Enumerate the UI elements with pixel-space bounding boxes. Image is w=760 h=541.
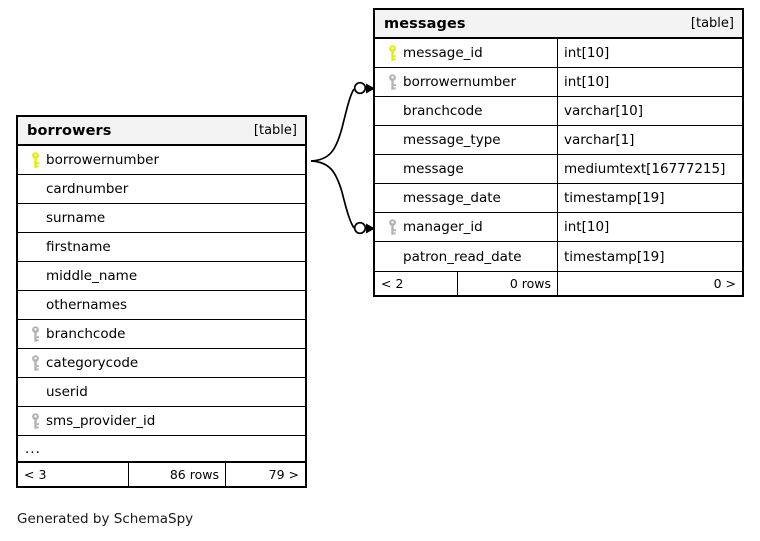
table-row[interactable]: surname [18, 204, 305, 233]
column-name: message_id [403, 45, 483, 61]
column-name: sms_provider_id [46, 413, 156, 429]
column-name: surname [46, 210, 106, 226]
foreign-key-icon [381, 218, 403, 236]
relationship-borrowernumber-to-manager-id [310, 160, 375, 235]
column-name-cell: message_date [375, 184, 557, 212]
column-name: message [403, 161, 464, 177]
primary-key-icon [381, 44, 403, 62]
column-name: patron_read_date [403, 248, 522, 265]
column-name-cell: manager_id [375, 213, 557, 241]
column-name-cell: userid [18, 378, 305, 406]
table-row[interactable]: borrowernumber int[10] [375, 68, 742, 97]
foreign-key-icon [24, 354, 46, 372]
foreign-key-icon [24, 325, 46, 343]
column-name-cell: branchcode [375, 97, 557, 125]
footer-next-link[interactable]: 79 > [225, 463, 305, 486]
footer-row-count: 0 rows [457, 272, 557, 295]
table-row[interactable]: cardnumber [18, 175, 305, 204]
column-name: userid [46, 384, 88, 400]
table-row[interactable]: branchcode [18, 320, 305, 349]
column-name-cell: patron_read_date [375, 242, 557, 271]
more-columns-indicator[interactable]: ... [18, 436, 305, 462]
column-name-cell: borrowernumber [375, 68, 557, 96]
column-name: cardnumber [46, 181, 129, 197]
table-row[interactable]: message_date timestamp[19] [375, 184, 742, 213]
column-name: borrowernumber [403, 74, 517, 90]
table-row[interactable]: message_type varchar[1] [375, 126, 742, 155]
column-name: message_date [403, 190, 501, 206]
column-name: firstname [46, 239, 111, 255]
table-title: messages [384, 15, 466, 32]
table-row[interactable]: message mediumtext[16777215] [375, 155, 742, 184]
foreign-key-icon [24, 412, 46, 430]
column-name-cell: borrowernumber [18, 146, 305, 174]
column-list-borrowers: borrowernumber cardnumber surname firs [18, 146, 305, 462]
table-header-borrowers: borrowers [table] [18, 117, 305, 146]
column-name-cell: firstname [18, 233, 305, 261]
table-footer-messages: < 2 0 rows 0 > [375, 271, 742, 295]
table-row[interactable]: middle_name [18, 262, 305, 291]
column-name: othernames [46, 297, 128, 313]
table-row[interactable]: message_id int[10] [375, 39, 742, 68]
table-kind-label: [table] [253, 123, 297, 138]
column-type: varchar[1] [557, 126, 742, 154]
table-row[interactable]: othernames [18, 291, 305, 320]
column-name-cell: message [375, 155, 557, 183]
table-row[interactable]: userid [18, 378, 305, 407]
table-row[interactable]: branchcode varchar[10] [375, 97, 742, 126]
table-header-messages: messages [table] [375, 10, 742, 39]
footer-row-count: 86 rows [128, 463, 225, 486]
generator-caption: Generated by SchemaSpy [17, 511, 194, 527]
table-row[interactable]: patron_read_date timestamp[19] [375, 242, 742, 271]
table-row[interactable]: sms_provider_id [18, 407, 305, 436]
column-type: mediumtext[16777215] [557, 155, 742, 183]
column-name-cell: categorycode [18, 349, 305, 377]
table-borrowers[interactable]: borrowers [table] borrowernumber [16, 115, 307, 488]
column-name-cell: surname [18, 204, 305, 232]
table-row[interactable]: firstname [18, 233, 305, 262]
table-row[interactable]: categorycode [18, 349, 305, 378]
column-type: varchar[10] [557, 97, 742, 125]
table-messages[interactable]: messages [table] message_id [373, 8, 744, 297]
table-row[interactable]: manager_id int[10] [375, 213, 742, 242]
table-row[interactable]: borrowernumber [18, 146, 305, 175]
footer-next-link[interactable]: 0 > [557, 272, 742, 295]
column-name: middle_name [46, 268, 138, 284]
column-name: branchcode [403, 103, 483, 119]
column-name: message_type [403, 132, 501, 148]
column-name-cell: cardnumber [18, 175, 305, 203]
column-name: manager_id [403, 219, 483, 235]
column-name: borrowernumber [46, 152, 160, 168]
column-type: int[10] [557, 213, 742, 241]
column-name-cell: message_id [375, 39, 557, 67]
column-name: branchcode [46, 326, 126, 342]
relationship-borrowernumber-to-borrowernumber [310, 81, 375, 162]
foreign-key-icon [381, 73, 403, 91]
table-footer-borrowers: < 3 86 rows 79 > [18, 462, 305, 486]
column-name-cell: sms_provider_id [18, 407, 305, 435]
column-name-cell: othernames [18, 291, 305, 319]
table-title: borrowers [27, 122, 112, 139]
column-type: timestamp[19] [557, 184, 742, 212]
table-kind-label: [table] [690, 16, 734, 31]
column-name-cell: message_type [375, 126, 557, 154]
primary-key-icon [24, 151, 46, 169]
column-name: categorycode [46, 355, 139, 371]
column-name-cell: middle_name [18, 262, 305, 290]
footer-prev-link[interactable]: < 2 [381, 276, 404, 291]
footer-prev-link[interactable]: < 3 [24, 467, 47, 482]
column-list-messages: message_id int[10] borrowe [375, 39, 742, 271]
column-type: int[10] [557, 68, 742, 96]
column-type: int[10] [557, 39, 742, 67]
column-name-cell: branchcode [18, 320, 305, 348]
column-type: timestamp[19] [557, 242, 742, 271]
